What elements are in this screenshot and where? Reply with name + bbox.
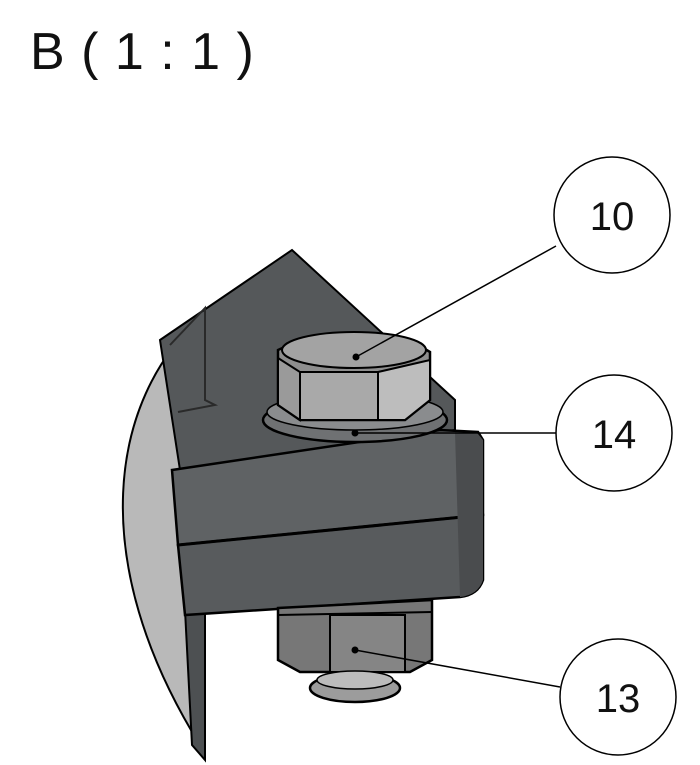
leader-line-10 (355, 245, 557, 358)
balloon-14-label: 14 (592, 413, 637, 457)
balloon-14: 14 (555, 374, 673, 492)
bolt-head-crown (281, 331, 427, 369)
nut-edge-line (277, 611, 433, 616)
leader-dot-13 (351, 646, 359, 654)
balloon-10: 10 (553, 156, 671, 274)
bolt-head-left-face (277, 356, 301, 422)
leader-dot-14 (351, 429, 359, 437)
bolt-head-right-face (377, 358, 431, 421)
leader-dot-10 (352, 353, 360, 361)
balloon-13: 13 (559, 638, 677, 756)
plate-edge-line (169, 305, 219, 413)
bolt-thread-tip (316, 670, 394, 690)
leader-line-13 (354, 649, 561, 688)
balloon-13-label: 13 (596, 677, 641, 721)
plate-web (183, 609, 206, 763)
detail-view-title: B ( 1 : 1 ) (30, 23, 255, 81)
clamp-block-seam (177, 513, 484, 547)
clamp-block-face (455, 432, 483, 597)
bolt-head-front-face (299, 371, 379, 421)
balloon-10-label: 10 (590, 195, 635, 239)
nut-front-face (329, 614, 406, 673)
